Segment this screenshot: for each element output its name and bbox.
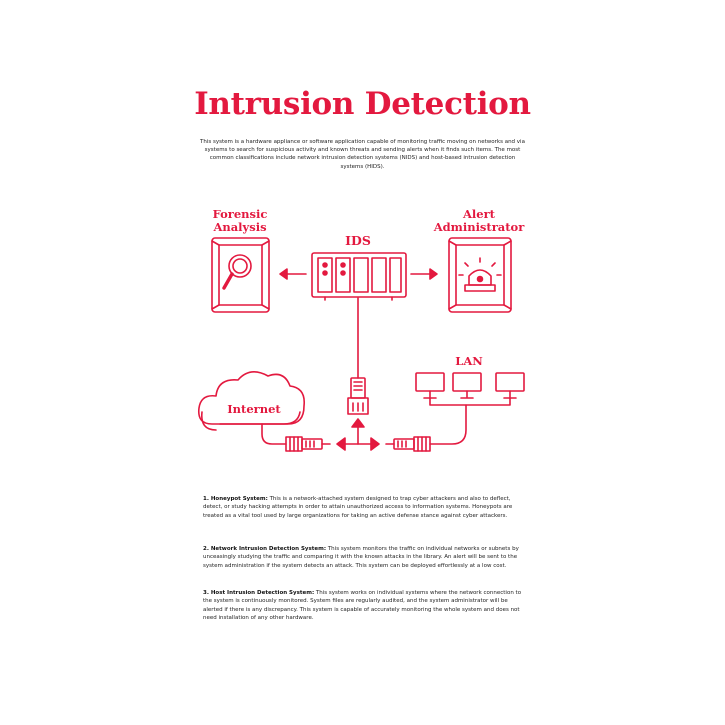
forensic-label-line2: Analysis (212, 220, 266, 234)
nids-section: 2. Network Intrusion Detection System: T… (203, 545, 525, 570)
alert-label-line2: Administrator (433, 220, 526, 234)
forensic-analysis-icon (211, 237, 270, 313)
hids-section: 3. Host Intrusion Detection System: This… (203, 589, 525, 622)
lan-computers-icon (415, 372, 525, 406)
section-heading: 1. Honeypot System: (203, 496, 268, 502)
section-body: This system works on individual systems … (203, 590, 522, 621)
arrow-to-alert (410, 268, 438, 280)
lan-label: LAN (455, 354, 483, 368)
section-heading: 2. Network Intrusion Detection System: (203, 546, 327, 552)
honeypot-section: 1. Honeypot System: This is a network-at… (203, 495, 525, 520)
ids-server-icon (311, 252, 407, 301)
section-body: This system monitors the traffic on indi… (203, 546, 519, 569)
section-body: This is a network-attached system design… (203, 496, 513, 519)
ids-label: IDS (345, 233, 371, 248)
forensic-label-line1: Forensic (213, 207, 268, 221)
junction-arrows (336, 418, 380, 451)
internet-cable-connector (285, 436, 331, 452)
alert-administrator-icon (448, 237, 512, 313)
internet-label: Internet (227, 402, 281, 416)
lan-cable-connector (385, 436, 431, 452)
alert-label-line1: Alert (462, 207, 496, 221)
intro-paragraph: This system is a hardware appliance or s… (200, 139, 525, 170)
section-heading: 3. Host Intrusion Detection System: (203, 590, 315, 596)
ids-cable-connector (347, 377, 369, 415)
arrow-to-forensic (279, 268, 307, 280)
page-title: Intrusion Detection (194, 86, 531, 122)
internet-cloud-icon (197, 371, 306, 431)
